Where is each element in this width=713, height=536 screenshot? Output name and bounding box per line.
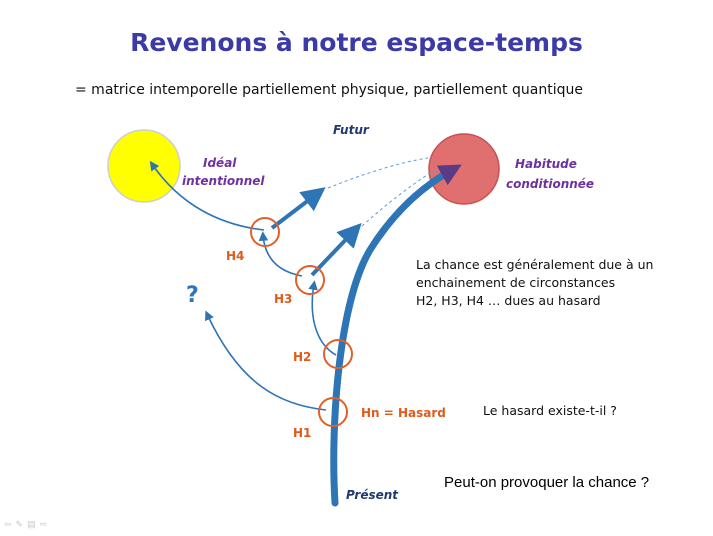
h3-branch-arrow xyxy=(258,231,303,277)
ideal-label-2: intentionnel xyxy=(182,174,265,188)
h3-label: H3 xyxy=(274,292,293,306)
slide-nav: ⇦✎▤⇨ xyxy=(4,519,51,530)
h1-branch-arrow xyxy=(205,310,327,411)
h4-thick-arrow xyxy=(270,187,326,230)
h4-circle xyxy=(250,217,280,247)
chance-text-line-3: H2, H3, H4 … dues au hasard xyxy=(416,293,601,308)
pen-icon[interactable]: ✎ xyxy=(15,519,28,529)
dashed-line-upper xyxy=(327,157,429,189)
h2-label: H2 xyxy=(293,350,312,364)
main-trajectory-arrow xyxy=(330,164,462,507)
ideal-circle xyxy=(107,129,181,203)
h1-circle xyxy=(318,397,348,427)
h3-thick-arrow xyxy=(310,223,362,277)
page-title: Revenons à notre espace-temps xyxy=(130,28,583,57)
dashed-line-lower xyxy=(361,167,439,227)
h4-branch-arrow xyxy=(149,160,265,231)
chance-text: La chance est généralement due à un ench… xyxy=(416,256,653,310)
menu-icon[interactable]: ▤ xyxy=(27,519,40,529)
provoke-chance-text: Peut-on provoquer la chance ? xyxy=(444,474,650,491)
forward-arrow-icon[interactable]: ⇨ xyxy=(39,519,52,529)
subtitle: = matrice intemporelle partiellement phy… xyxy=(75,82,583,98)
ideal-label-1: Idéal xyxy=(203,156,237,170)
chance-text-line-2: enchainement de circonstances xyxy=(416,275,616,290)
hasard-question-text: Le hasard existe-t-il ? xyxy=(483,403,617,418)
h4-label: H4 xyxy=(226,249,245,263)
chance-text-line-1: La chance est généralement due à un xyxy=(416,257,654,272)
back-arrow-icon[interactable]: ⇦ xyxy=(4,519,16,529)
h1-label: H1 xyxy=(293,426,312,440)
question-mark: ? xyxy=(186,283,199,308)
h3-circle xyxy=(295,265,325,295)
habitude-label-1: Habitude xyxy=(515,157,577,171)
h2-branch-arrow xyxy=(308,280,337,356)
futur-label: Futur xyxy=(333,123,369,137)
habitude-circle xyxy=(428,133,500,205)
h2-circle xyxy=(323,339,353,369)
habitude-label-2: conditionnée xyxy=(506,177,595,191)
hn-label: Hn = Hasard xyxy=(361,406,446,420)
present-label: Présent xyxy=(346,488,399,502)
